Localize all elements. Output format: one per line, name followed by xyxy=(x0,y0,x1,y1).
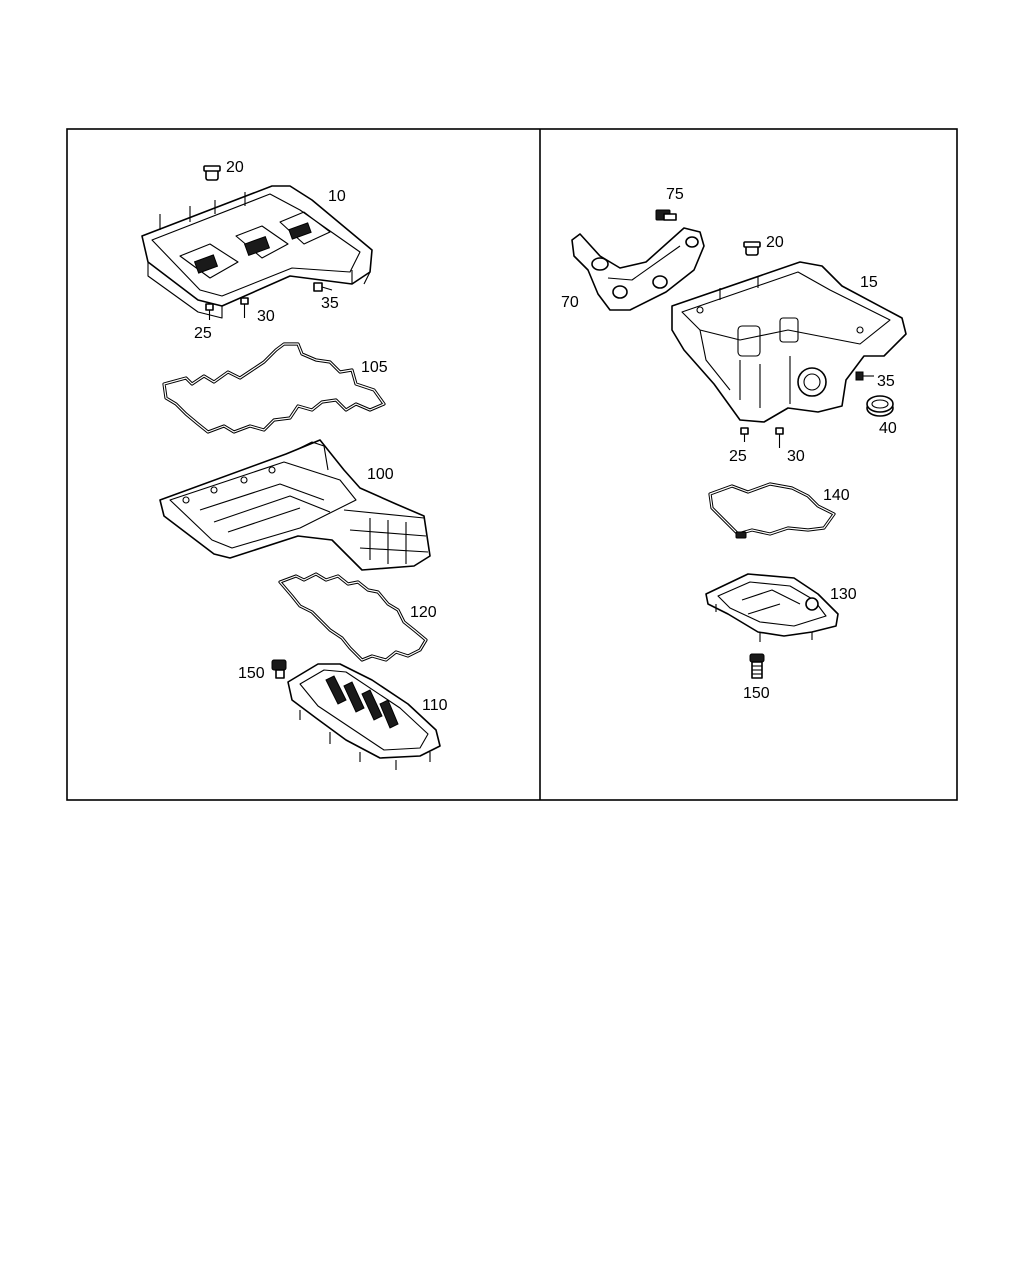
lower-oil-pan-part-110 xyxy=(287,663,441,770)
left-panel: 20 10 35 30 25 105 100 120 150 110 xyxy=(141,159,448,770)
callout-150: 150 xyxy=(238,665,265,682)
callout-105: 105 xyxy=(361,359,388,376)
bracket-part-70 xyxy=(571,227,705,311)
lower-oil-pan-part-130 xyxy=(705,573,839,642)
callout-110: 110 xyxy=(422,697,448,714)
callout-35: 35 xyxy=(321,295,339,312)
bolt-part-30-right xyxy=(775,427,784,448)
oil-pan-part-15 xyxy=(671,261,907,423)
bolt-part-35-right xyxy=(855,371,874,381)
callout-70: 70 xyxy=(561,294,579,311)
bolt-part-30 xyxy=(240,297,249,318)
callout-150-right: 150 xyxy=(743,685,770,702)
callout-25-right: 25 xyxy=(729,448,747,465)
callout-100: 100 xyxy=(367,466,394,483)
callout-10: 10 xyxy=(328,188,346,205)
gasket-part-105 xyxy=(162,342,386,434)
bolt-part-25-right xyxy=(740,427,749,442)
callout-120: 120 xyxy=(410,604,437,621)
callout-40: 40 xyxy=(879,420,897,437)
callout-130: 130 xyxy=(830,586,857,603)
gasket-part-140 xyxy=(708,482,836,539)
oil-pan-part-100 xyxy=(159,439,431,571)
upper-oil-pan-part-10 xyxy=(141,185,373,319)
drain-plug-part-150-right xyxy=(749,653,765,679)
callout-20-right: 20 xyxy=(766,234,784,251)
callout-25: 25 xyxy=(194,325,212,342)
callout-75: 75 xyxy=(666,186,684,203)
callout-15: 15 xyxy=(860,274,878,291)
gasket-part-120 xyxy=(278,572,428,662)
callout-30-right: 30 xyxy=(787,448,805,465)
plug-part-20-right xyxy=(743,241,761,256)
right-panel: 75 20 15 70 35 40 25 30 140 130 150 xyxy=(561,186,907,702)
bolt-part-25 xyxy=(205,303,214,320)
bolt-part-75 xyxy=(655,209,677,221)
diagram-frame xyxy=(66,128,958,801)
callout-140: 140 xyxy=(823,487,850,504)
callout-30: 30 xyxy=(257,308,275,325)
callout-35-right: 35 xyxy=(877,373,895,390)
bolt-part-35 xyxy=(313,282,333,292)
callout-20: 20 xyxy=(226,159,244,176)
drain-plug-part-150 xyxy=(271,659,287,679)
plug-part-20 xyxy=(203,165,221,181)
seal-ring-part-40 xyxy=(866,395,894,417)
